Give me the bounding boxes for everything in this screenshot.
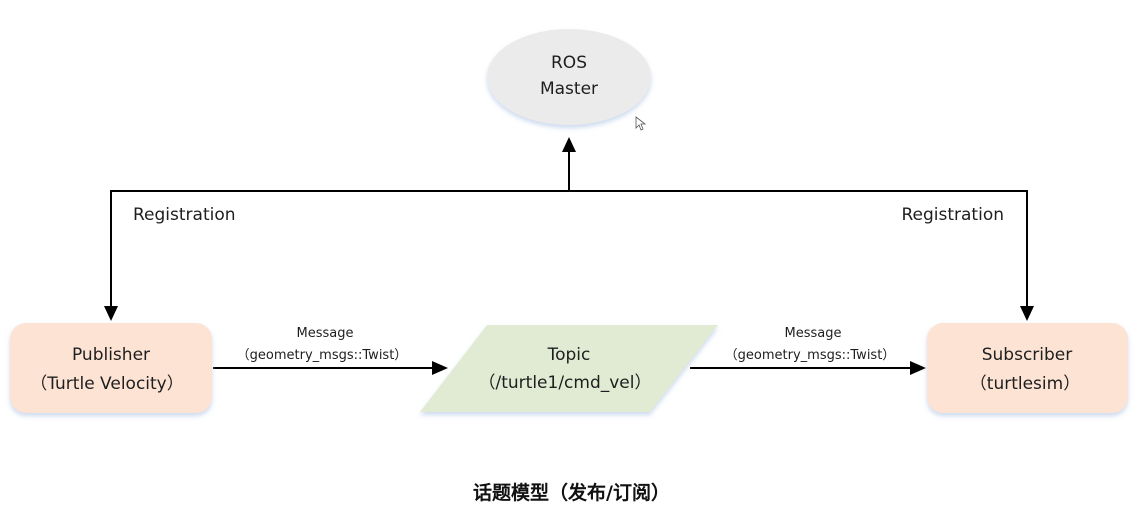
publisher-label-line1: Publisher xyxy=(72,345,150,365)
node-ros-master[interactable]: ROS Master xyxy=(487,29,651,125)
arrow-head-sub-in xyxy=(910,361,926,375)
registration-connectors xyxy=(110,150,1028,308)
message-right-label-line1: Message xyxy=(785,326,842,341)
message-left-label-line1: Message xyxy=(297,326,354,341)
arrow-head-master xyxy=(562,137,576,152)
registration-left-label: Registration xyxy=(133,205,236,225)
arrow-head-subscriber xyxy=(1020,306,1034,321)
ros-master-label-line2: Master xyxy=(540,79,598,99)
subscriber-shape xyxy=(927,323,1128,413)
registration-left-line xyxy=(110,190,569,308)
diagram-caption: 话题模型（发布/订阅） xyxy=(473,482,670,504)
message-right-label-line2: （geometry_msgs::Twist） xyxy=(725,348,896,363)
publisher-shape xyxy=(10,323,212,413)
node-topic[interactable]: Topic （/turtle1/cmd_vel） xyxy=(420,325,718,412)
node-publisher[interactable]: Publisher （Turtle Velocity） xyxy=(10,323,212,413)
node-subscriber[interactable]: Subscriber （turtlesim） xyxy=(927,323,1128,413)
subscriber-label-line1: Subscriber xyxy=(982,345,1073,365)
mouse-cursor-icon xyxy=(635,116,647,131)
ros-master-shape xyxy=(487,29,651,125)
publisher-label-line2: （Turtle Velocity） xyxy=(30,374,184,394)
topic-label-line1: Topic xyxy=(547,345,591,365)
subscriber-label-line2: （turtlesim） xyxy=(970,374,1080,394)
arrow-head-publisher xyxy=(104,306,118,321)
message-left-label-line2: （geometry_msgs::Twist） xyxy=(237,348,408,363)
registration-right-label: Registration xyxy=(901,205,1004,225)
ros-master-label-line1: ROS xyxy=(551,53,587,73)
topic-shape xyxy=(420,325,718,412)
topic-label-line2: （/turtle1/cmd_vel） xyxy=(479,373,652,393)
registration-right-line xyxy=(569,190,1028,308)
arrow-head-topic xyxy=(432,361,448,375)
